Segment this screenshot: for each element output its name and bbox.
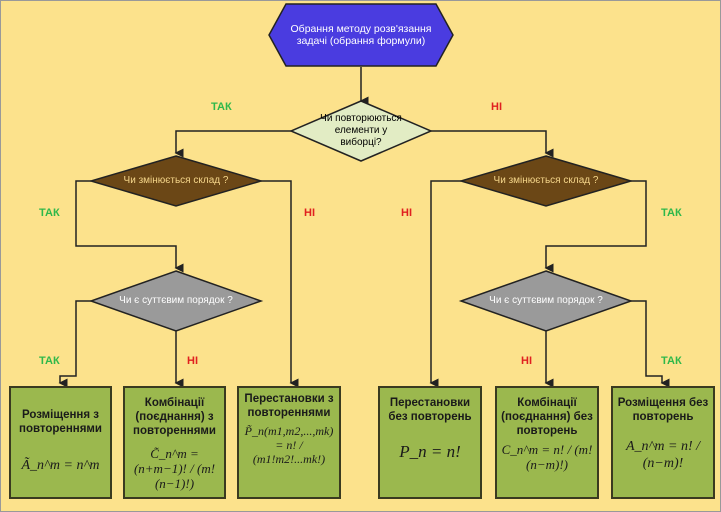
box-title: Комбінації (поєднання) без повторень: [501, 397, 593, 437]
no-label: НІ: [187, 355, 198, 367]
decision-repeat-label: Чи повторюються елементи у виборці?: [320, 113, 402, 148]
yes-label: ТАК: [661, 355, 682, 367]
no-label: НІ: [491, 101, 502, 113]
decision-order-right-label: Чи є суттєвим порядок ?: [489, 295, 603, 306]
connector: [631, 300, 670, 388]
yes-label: ТАК: [661, 207, 682, 219]
decision-order-right: [458, 270, 634, 332]
box-title: Перестановки з повтореннями: [244, 393, 334, 419]
result-box-arrangements-without-repetition: Розміщення без повторень A_n^m = n! / (n…: [611, 386, 715, 499]
start-label: Обрання методу розв'язання задачі (обран…: [290, 23, 432, 47]
box-title: Розміщення з повтореннями: [19, 409, 102, 435]
result-box-arrangements-with-repetition: Розміщення з повтореннями Ã_n^m = n^m: [9, 386, 112, 499]
decision-change-left-label: Чи змінюється склад ?: [123, 175, 229, 186]
connector: [429, 180, 461, 388]
result-box-combinations-with-repetition: Комбінації (поєднання) з повтореннями C̃…: [123, 386, 226, 499]
box-formula: A_n^m = n! / (n−m)!: [625, 439, 701, 471]
connector: [431, 130, 554, 158]
decision-order-left: [88, 270, 264, 332]
connector: [174, 130, 291, 158]
box-formula: C_n^m = n! / (m!(n−m)!): [501, 442, 593, 472]
decision-change-left: [88, 155, 264, 207]
connector: [261, 180, 299, 388]
yes-label: ТАК: [39, 355, 60, 367]
no-label: НІ: [521, 355, 532, 367]
box-formula: Ã_n^m = n^m: [21, 458, 100, 473]
result-box-combinations-without-repetition: Комбінації (поєднання) без повторень C_n…: [495, 386, 599, 499]
box-formula: P̃_n(m1,m2,...,mk) = n! / (m1!m2!...mk!): [244, 424, 334, 466]
box-title: Комбінації (поєднання) з повтореннями: [133, 397, 216, 437]
no-label: НІ: [304, 207, 315, 219]
decision-change-right-label: Чи змінюється склад ?: [493, 175, 599, 186]
no-label: НІ: [401, 207, 412, 219]
box-formula: P_n = n!: [399, 442, 461, 461]
start-hexagon: [268, 3, 454, 67]
result-box-permutations-without-repetition: Перестановки без повторень P_n = n!: [378, 386, 482, 499]
box-formula: C̃_n^m = (n+m−1)! / (m!(n−1)!): [133, 446, 216, 491]
yes-label: ТАК: [211, 101, 232, 113]
connector: [75, 180, 184, 273]
decision-repeat: [289, 100, 433, 162]
decision-change-right: [458, 155, 634, 207]
box-title: Розміщення без повторень: [617, 397, 709, 423]
box-title: Перестановки без повторень: [388, 397, 472, 423]
connector: [544, 180, 647, 273]
decision-order-left-label: Чи є суттєвим порядок ?: [119, 295, 233, 306]
yes-label: ТАК: [39, 207, 60, 219]
result-box-permutations-with-repetition: Перестановки з повтореннями P̃_n(m1,m2,.…: [237, 386, 341, 499]
connector: [58, 300, 91, 388]
